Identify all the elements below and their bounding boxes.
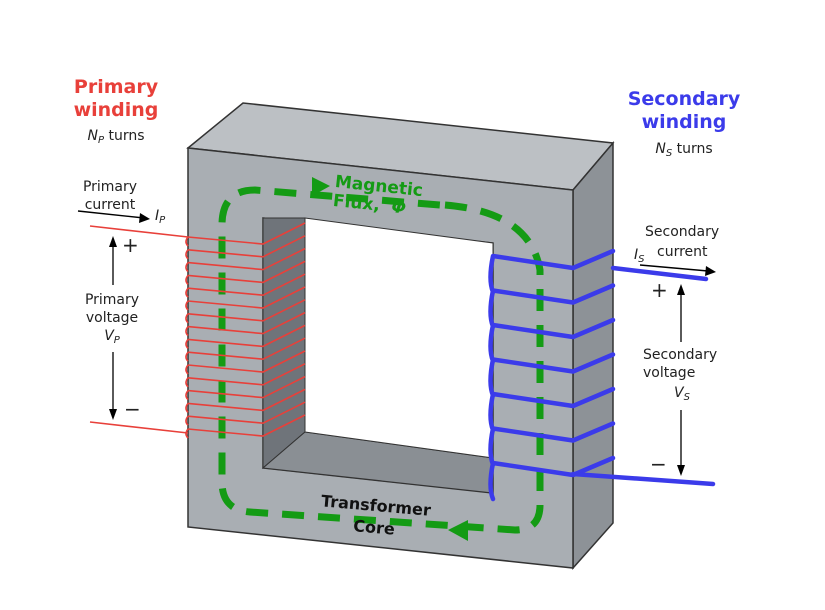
primary-coil-edge xyxy=(185,287,189,298)
secondary-current-line2: current xyxy=(657,244,708,260)
primary-coil-turn xyxy=(187,235,306,258)
primary-coil-edge xyxy=(185,338,189,349)
primary-current-line1: Primary xyxy=(82,179,138,195)
secondary-voltage-symbol-wrap: VS xyxy=(674,384,690,407)
primary-turns-word: turns xyxy=(108,128,145,144)
primary-coil-edge xyxy=(185,390,189,401)
secondary-current-line1: Secondary xyxy=(645,224,720,240)
primary-winding-title: Primary winding xyxy=(66,76,166,122)
secondary-winding-title: Secondary winding xyxy=(620,88,748,134)
secondary-current-symbol: IS xyxy=(634,246,645,269)
secondary-voltage-label: Secondary voltage xyxy=(643,346,717,382)
primary-lead-top xyxy=(89,225,189,238)
primary-coil xyxy=(185,222,306,439)
primary-coil-edge xyxy=(185,236,189,247)
core-window-back xyxy=(304,217,494,459)
primary-voltage-line1: Primary xyxy=(84,292,140,308)
secondary-voltage-line2: voltage xyxy=(643,365,696,381)
primary-coil-turn xyxy=(187,363,306,386)
primary-turns-label: NP turns xyxy=(76,127,156,150)
primary-coil-edge xyxy=(185,402,189,413)
primary-coil-edge xyxy=(185,326,189,337)
primary-voltage-sub: P xyxy=(113,335,120,346)
primary-coil-edge xyxy=(185,377,189,388)
secondary-current-arrow xyxy=(639,264,709,272)
primary-voltage-arrowhead-down xyxy=(109,409,117,420)
primary-current-line2: current xyxy=(84,197,136,213)
primary-current-sub: P xyxy=(159,215,166,226)
secondary-coil xyxy=(488,248,616,502)
flux-symbol: Φ xyxy=(390,197,407,219)
secondary-plus-sign: + xyxy=(651,278,668,302)
secondary-minus-sign: − xyxy=(650,452,667,476)
primary-coil-turn xyxy=(187,286,306,309)
primary-minus-sign: − xyxy=(124,397,141,421)
primary-current-arrow xyxy=(77,210,145,219)
secondary-current-symbol-letter: I xyxy=(634,247,639,263)
secondary-title-line1: Secondary xyxy=(627,88,741,110)
secondary-turns-label: NS turns xyxy=(644,140,724,163)
primary-voltage-label: Primary voltage VP xyxy=(72,291,152,350)
secondary-voltage-symbol: V xyxy=(674,385,684,401)
primary-coil-edge xyxy=(185,415,189,426)
secondary-current-arrowhead xyxy=(705,266,716,276)
secondary-current-line2-wrap: current xyxy=(657,243,708,261)
primary-coil-turn xyxy=(187,401,306,425)
secondary-current-sub: S xyxy=(638,254,645,265)
primary-title-line2: winding xyxy=(73,99,159,121)
primary-coil-edge xyxy=(185,428,189,439)
primary-title-line1: Primary xyxy=(73,76,159,98)
primary-current-symbol: IP xyxy=(155,207,165,230)
primary-turns-sub: P xyxy=(97,135,104,146)
primary-coil-turn xyxy=(187,375,306,399)
primary-coil-edge xyxy=(185,300,189,311)
primary-voltage-line2: voltage xyxy=(85,310,139,326)
primary-coil-edge xyxy=(185,364,189,375)
primary-coil-turn xyxy=(187,260,306,284)
primary-coil-turn xyxy=(187,337,306,361)
primary-coil-turn xyxy=(187,388,306,412)
primary-coil-turn xyxy=(187,273,306,297)
primary-current-arrowhead xyxy=(139,213,150,223)
primary-coil-turn xyxy=(187,414,306,437)
primary-voltage-symbol: V xyxy=(104,328,114,344)
secondary-turns-sub: S xyxy=(665,148,673,159)
primary-coil-edge xyxy=(185,262,189,273)
primary-coil-turn xyxy=(187,324,306,348)
flux-arrow-top xyxy=(312,177,330,196)
flux-path xyxy=(218,186,544,534)
primary-coil-edge xyxy=(185,313,189,324)
primary-current-label: Primary current xyxy=(70,178,150,214)
primary-turns-symbol: N xyxy=(87,128,98,144)
secondary-turns-symbol: N xyxy=(655,141,666,157)
primary-coil-turn xyxy=(187,299,306,322)
primary-coil-edge xyxy=(185,249,189,260)
secondary-voltage-sub: S xyxy=(683,392,690,403)
secondary-current-label: Secondary xyxy=(645,223,719,241)
secondary-turns-word: turns xyxy=(676,141,713,157)
secondary-lead-top xyxy=(610,265,709,282)
secondary-lead-bottom xyxy=(570,471,716,487)
primary-current-symbol-letter: I xyxy=(155,208,160,224)
flux-arrow-bottom xyxy=(448,520,468,541)
primary-lead-bottom xyxy=(89,421,189,434)
primary-plus-sign: + xyxy=(122,233,139,257)
secondary-title-line2: winding xyxy=(641,111,727,133)
secondary-voltage-line1: Secondary xyxy=(643,347,718,363)
primary-coil-turn xyxy=(187,247,306,271)
primary-voltage-arrowhead-up xyxy=(109,236,117,247)
secondary-voltage-arrowhead-up xyxy=(677,284,685,295)
primary-coil-edge xyxy=(185,351,189,362)
primary-coil-turn xyxy=(187,311,306,335)
secondary-voltage-arrowhead-down xyxy=(677,465,685,476)
primary-coil-turn xyxy=(187,350,306,373)
primary-coil-edge xyxy=(185,274,189,285)
primary-coil-turn xyxy=(187,222,306,245)
